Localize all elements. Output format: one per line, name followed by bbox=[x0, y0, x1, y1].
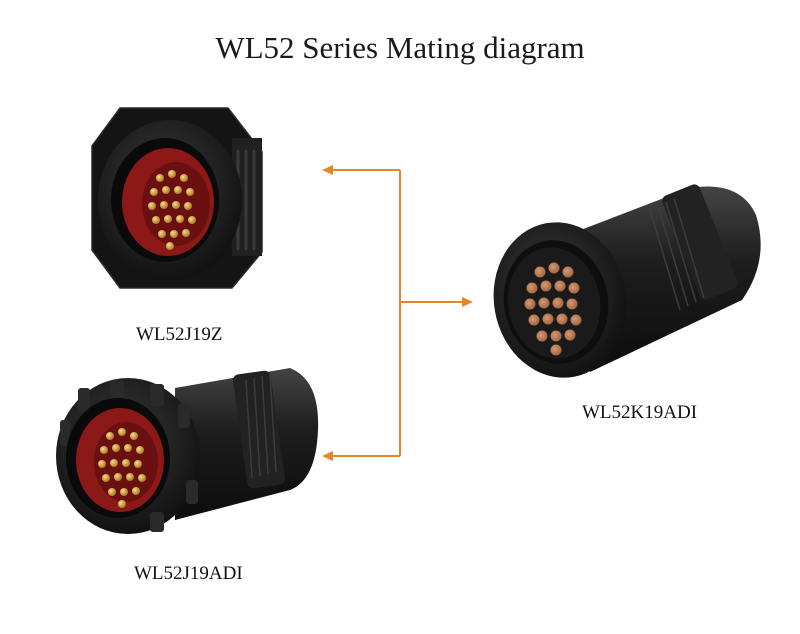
mating-arrows bbox=[330, 169, 465, 457]
diagram-title: WL52 Series Mating diagram bbox=[215, 30, 585, 65]
connector-wl52j19z bbox=[91, 107, 263, 289]
label-wl52k19adi: WL52K19ADI bbox=[582, 402, 698, 423]
label-wl52j19z: WL52J19Z bbox=[136, 324, 223, 345]
arrow-heads bbox=[322, 165, 473, 461]
label-wl52j19adi: WL52J19ADI bbox=[134, 563, 243, 584]
arrow-head-left-top bbox=[322, 165, 333, 175]
arrow-head-right bbox=[462, 297, 473, 307]
arrow-head-left-bottom bbox=[322, 451, 333, 461]
connector-wl52k19adi bbox=[493, 184, 761, 378]
connector-wl52j19adi bbox=[56, 368, 319, 534]
